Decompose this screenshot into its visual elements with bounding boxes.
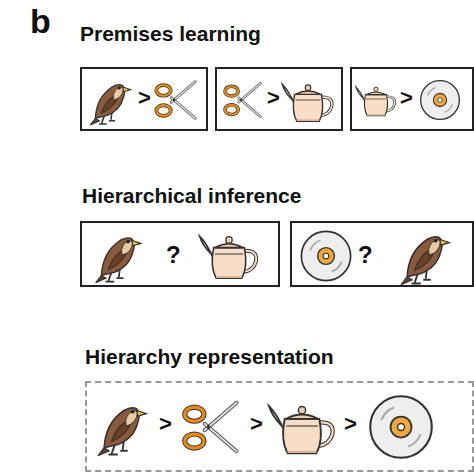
section-heading: Hierarchical inference	[82, 184, 301, 208]
dashed-panel: Hierarchy representation>>>	[85, 381, 474, 472]
relation-symbol: >	[250, 411, 263, 437]
trial-box: ?	[80, 221, 280, 287]
relation-symbol: >	[344, 411, 357, 437]
trial-box: >	[215, 67, 343, 131]
panel-letter: b	[30, 2, 51, 41]
trial-box: >	[80, 67, 208, 131]
trial-box: ?	[290, 221, 474, 287]
trial-box: >	[350, 67, 474, 131]
relation-symbol: >	[159, 411, 172, 437]
section-heading: Hierarchy representation	[85, 345, 334, 369]
relation-symbol: >	[138, 85, 151, 111]
relation-symbol: ?	[166, 241, 181, 269]
relation-symbol: ?	[358, 241, 373, 269]
relation-symbol: >	[267, 85, 280, 111]
section-heading: Premises learning	[80, 22, 261, 46]
relation-symbol: >	[400, 85, 413, 111]
